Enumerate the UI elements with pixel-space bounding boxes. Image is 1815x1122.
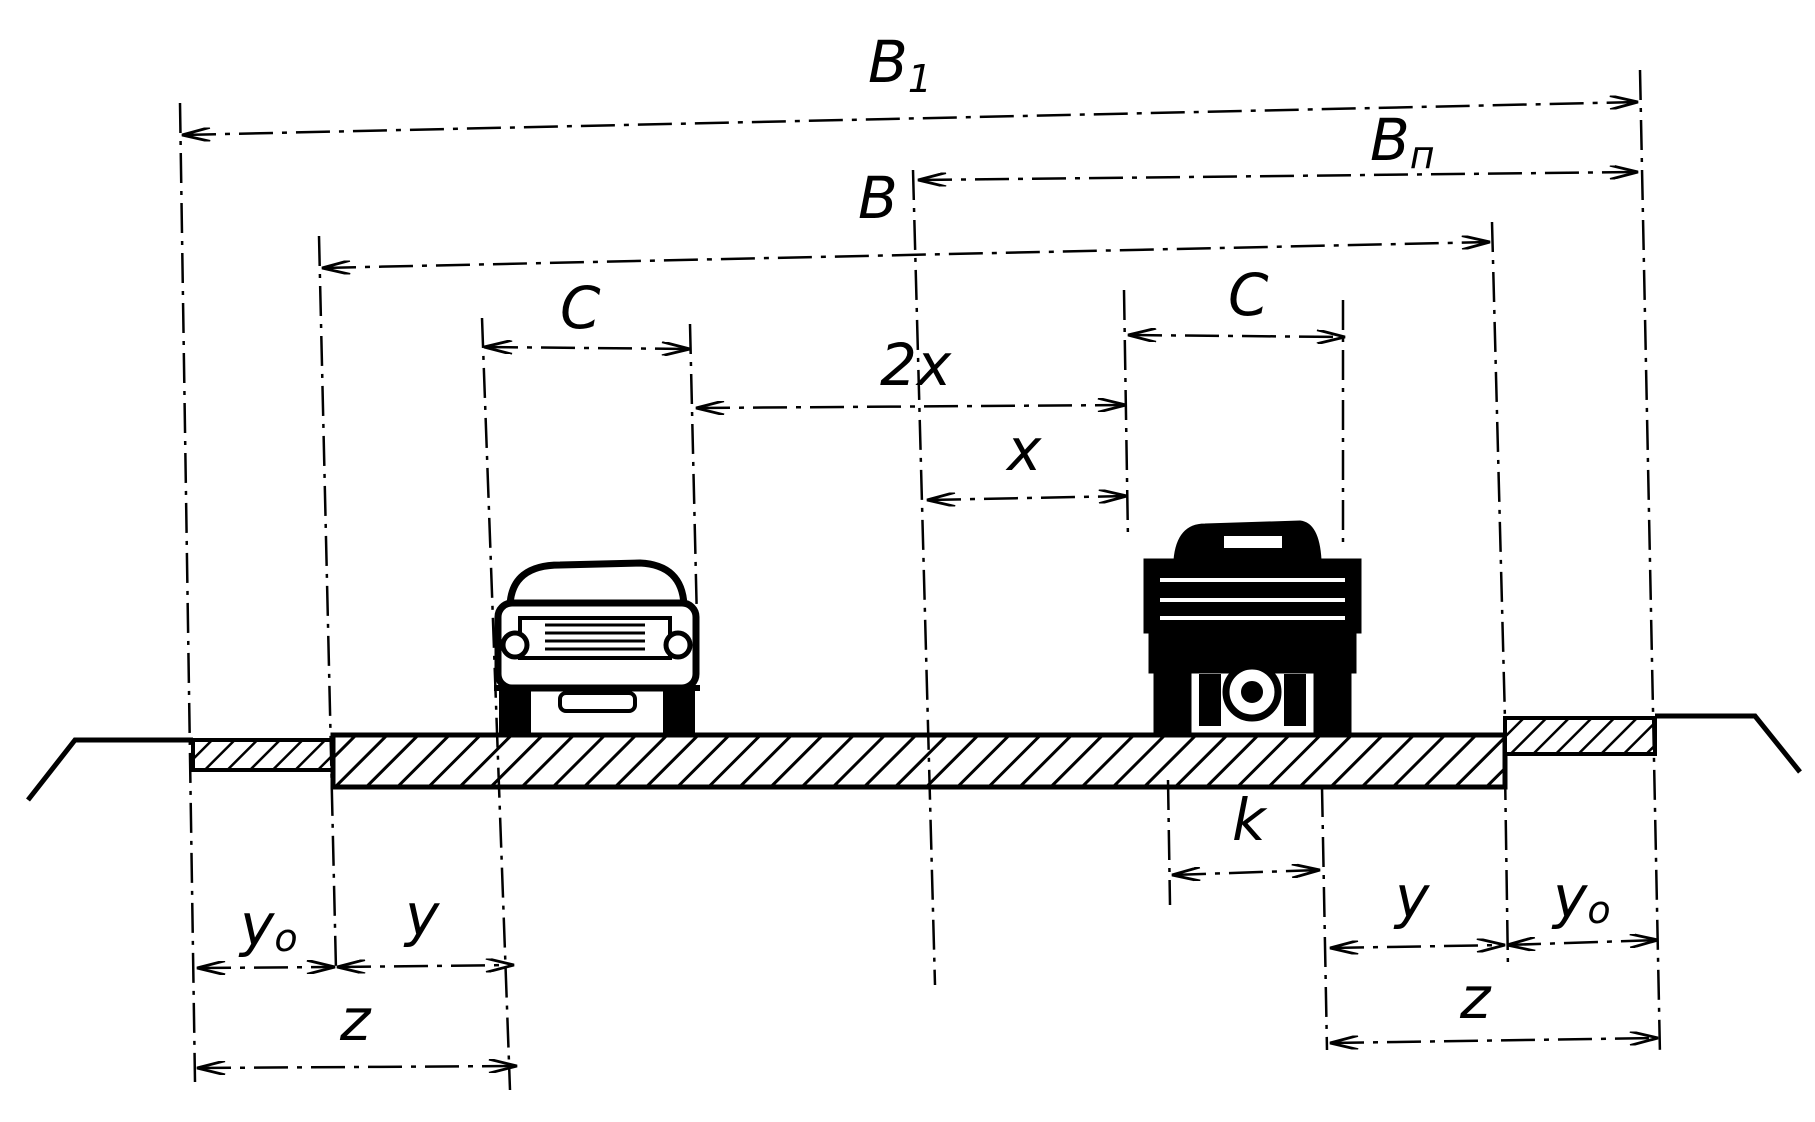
label-B1: B1	[868, 28, 932, 101]
dim-z-left	[197, 1066, 517, 1068]
label-y0-left: yo	[238, 891, 298, 960]
dim-y-right	[1330, 945, 1505, 948]
shoulder-right	[1503, 716, 1657, 756]
label-2x: 2x	[880, 331, 952, 399]
label-x: x	[1005, 416, 1042, 484]
dim-x	[927, 496, 1127, 500]
label-C-left: C	[560, 274, 601, 342]
dimension-lines	[182, 102, 1658, 1068]
dim-z-right	[1330, 1038, 1658, 1043]
dim-B	[322, 242, 1490, 268]
truck-front-view	[1143, 520, 1362, 736]
label-y0-right: yo	[1551, 863, 1611, 932]
dim-y0-left	[197, 967, 335, 968]
dim-C-right	[1128, 335, 1345, 337]
extension-lines	[178, 69, 1662, 1091]
labels: B1 Bп B C C 2x x k yo y z y yo z	[238, 28, 1611, 1054]
dim-B1	[182, 102, 1638, 135]
label-k: k	[1232, 786, 1268, 854]
pavement	[191, 716, 1657, 790]
passenger-car-front-view	[494, 559, 700, 737]
label-Bn: Bп	[1370, 106, 1435, 177]
dim-C-left	[484, 347, 690, 349]
ground-line	[26, 713, 1802, 802]
dim-Bn	[918, 172, 1638, 180]
shoulder-left	[191, 738, 335, 772]
dim-2x	[696, 405, 1126, 408]
label-C-right: C	[1228, 261, 1269, 329]
label-z-right: z	[1459, 964, 1492, 1032]
label-z-left: z	[339, 986, 372, 1054]
carriageway	[330, 732, 1508, 790]
label-B: B	[858, 164, 898, 232]
dim-k	[1172, 870, 1320, 875]
label-y-right: y	[1393, 863, 1430, 931]
dim-y0-right	[1507, 940, 1658, 945]
label-y-left: y	[403, 881, 440, 949]
dim-y-left	[337, 965, 514, 967]
